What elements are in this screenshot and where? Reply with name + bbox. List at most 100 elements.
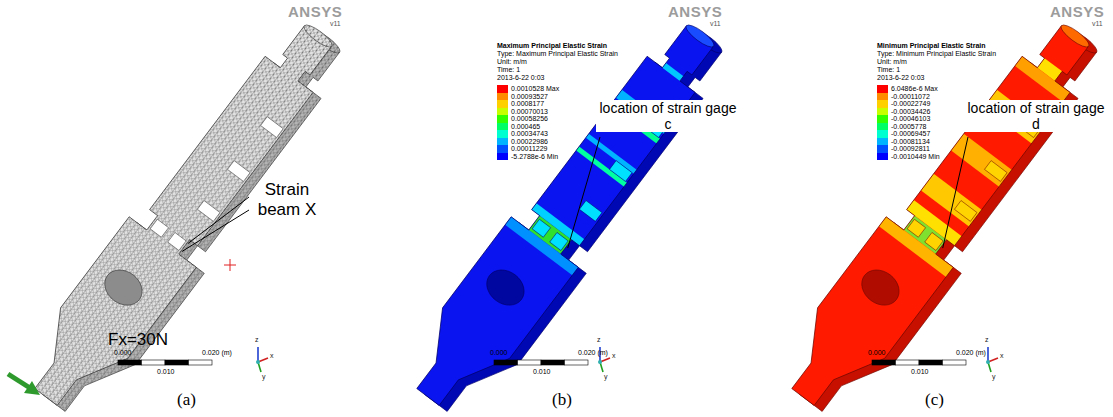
model-top-cap [301,22,334,50]
legend-row: 0.00093527 [497,93,548,101]
legend-value: 6.0486e-6 Max [891,85,938,93]
model-outline [769,11,1108,417]
bore-hole [480,263,531,313]
legend-row: 0.0010528 Max [497,85,559,93]
legend-row: -0.00092811 [877,145,930,153]
legend-swatch [497,138,508,146]
scale-label: 0.010 [911,368,929,376]
legend-row: 0.0008177 [497,100,544,108]
bore-hole [855,263,906,313]
legend-value: 0.00058256 [511,115,548,123]
legend-row: -0.0010449 Min [877,153,940,161]
scale-bar-segment [565,360,589,365]
triad-origin [256,360,260,364]
legend-value: -0.00046103 [891,115,930,123]
software-version: v11 [1092,20,1103,28]
panel-label: (c) [925,390,944,410]
sensor-model [769,7,1113,417]
legend-info: Unit: m/m [497,58,527,66]
scale-label: 0.020 (m) [578,349,608,357]
legend-swatch [877,138,888,146]
software-version: v11 [710,20,721,28]
panel-label: (b) [552,390,572,410]
legend-row: -0.00034426 [877,108,930,116]
legend-row: 6.0486e-6 Max [877,85,938,93]
slot [227,161,250,182]
scale-bar-segment [919,360,943,365]
legend-row: 0.00022986 [497,138,548,146]
legend-row: 0.000465 [497,123,540,131]
legend-row: -0.00046103 [877,115,930,123]
gage-callout: location of strain gage c [596,100,740,132]
legend-row: -5.2788e-6 Min [497,153,558,161]
legend-value: 0.00034743 [511,130,548,138]
legend-info: Type: Minimum Principal Elastic Strain [877,50,996,58]
legend-swatch [877,115,888,123]
triad-axis [987,347,989,362]
legend-value: -0.00092811 [891,145,930,153]
scale-bar-segment [189,360,213,365]
model-outline [12,11,351,417]
legend-swatch [497,108,508,116]
legend-row: -0.00081134 [877,138,930,146]
leader-line [568,137,600,248]
legend-swatch [877,93,888,101]
axis-letter: z [255,336,259,344]
legend-info: Unit: m/m [877,58,907,66]
legend-value: 0.00011229 [511,145,547,153]
part-callout: Strain beam X [252,180,322,219]
model-front-face [12,11,351,417]
legend-row: -0.00069457 [877,130,930,138]
scale-bar-segment [541,360,565,365]
legend-info: Time: 1 [497,66,520,74]
model-outline [394,11,733,417]
scale-bar-segment [494,360,518,365]
legend-value: 0.00093527 [511,93,548,101]
legend-value: -0.00011072 [891,93,930,101]
slot [261,117,284,138]
scale-bar-segment [142,360,166,365]
legend-row: 0.00058256 [497,115,548,123]
scale-bar-segment [118,360,142,365]
software-logo: ANSYS [1050,3,1104,20]
legend-swatch [877,108,888,116]
scale-label: 0.000 [114,349,132,357]
scale-label: 0.020 (m) [202,349,232,357]
legend-value: 0.00022986 [511,138,548,146]
legend-info: Time: 1 [877,66,900,74]
legend-row: 0.00034743 [497,130,548,138]
slot [609,161,632,182]
force-arrow-shaft [8,374,30,388]
scale-bar-segment [872,360,896,365]
slot [579,201,602,222]
legend-value: -0.00081134 [891,138,930,146]
strain-band [951,134,1012,187]
legend-swatch [497,123,508,131]
legend-value: 0.0010528 Max [511,85,559,93]
model-front-face [769,11,1108,417]
axis-letter: x [270,352,274,360]
scale-bar-segment [165,360,189,365]
axis-letter: y [604,373,608,381]
load-label: Fx=30N [108,330,168,350]
model-front-face [394,11,733,417]
legend-swatch [497,153,508,161]
legend-info: Type: Maximum Principal Elastic Strain [497,50,618,58]
legend-value: -0.0005778 [891,123,926,131]
legend-swatch [877,145,888,153]
leader-line [943,137,968,248]
scale-bar-segment [518,360,542,365]
legend-row: -0.00011072 [877,93,930,101]
sensor-model [394,7,744,417]
gage-callout: location of strain gage d [964,100,1108,132]
legend-value: -0.0010449 Min [891,153,940,161]
triad-origin [986,360,990,364]
legend-swatch [877,85,888,93]
leader-line [188,197,249,244]
legend-value: -0.00069457 [891,130,930,138]
leader-line [182,210,249,251]
scale-bar-segment [896,360,920,365]
legend-row: -0.0005778 [877,123,926,131]
legend-swatch [497,145,508,153]
